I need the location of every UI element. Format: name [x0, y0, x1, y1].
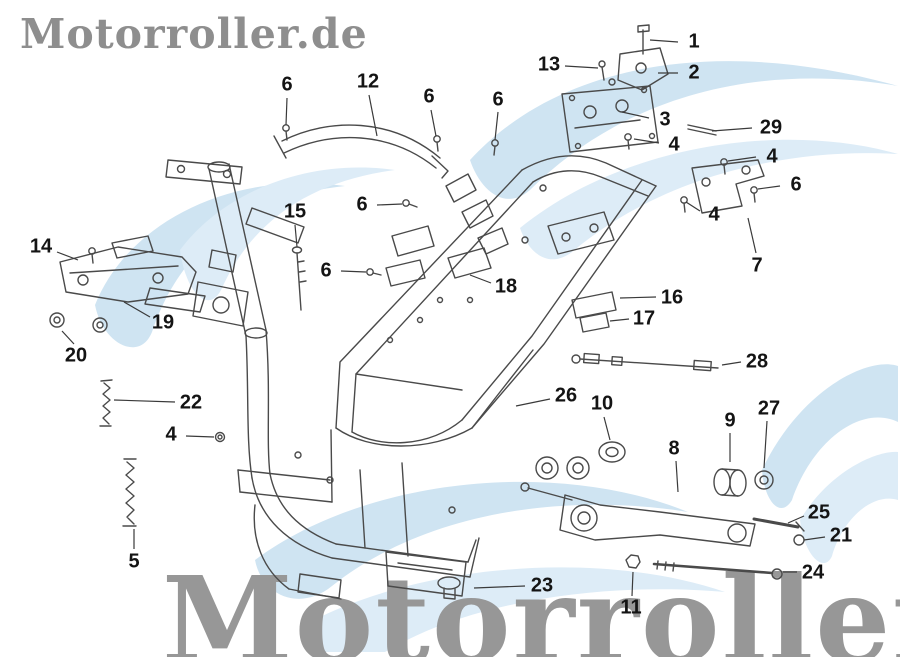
part-label-14: 14: [29, 235, 53, 258]
leader-line-14: [56, 251, 79, 261]
part-label-10: 10: [590, 392, 614, 415]
leader-line-16: [619, 296, 657, 299]
leader-line-4a: [633, 138, 660, 144]
left-bracket-cluster: [49, 235, 206, 333]
part-label-6b: 6: [423, 85, 435, 108]
part-label-15: 15: [283, 200, 307, 223]
leader-line-29: [711, 127, 753, 132]
part-label-7: 7: [751, 254, 763, 277]
leader-line-4c: [685, 201, 701, 212]
part-label-27: 27: [757, 397, 781, 420]
part-label-1: 1: [688, 30, 700, 53]
part-label-13: 13: [537, 53, 561, 76]
part-label-3: 3: [659, 108, 671, 131]
part-label-19: 19: [151, 311, 175, 334]
leader-line-6d: [376, 203, 403, 206]
leader-line-20: [61, 330, 75, 345]
part-label-4c: 4: [708, 203, 720, 226]
leader-line-10: [603, 416, 611, 441]
part-label-12: 12: [356, 70, 380, 93]
leader-line-6c: [494, 111, 499, 141]
part-label-4d: 4: [165, 423, 177, 446]
part-label-6f: 6: [790, 173, 802, 196]
leader-line-18: [469, 274, 492, 284]
leader-line-6f: [757, 185, 781, 190]
leader-line-26: [515, 398, 551, 407]
leader-line-7: [747, 217, 757, 254]
part-label-4a: 4: [668, 133, 680, 156]
part-label-5: 5: [128, 550, 140, 573]
leader-line-6e: [340, 270, 367, 273]
leader-line-22: [113, 399, 176, 403]
leader-line-13: [564, 65, 599, 69]
steering-column: [165, 159, 305, 339]
engine-mount-group: [520, 441, 774, 547]
leader-line-25: [787, 515, 805, 524]
leader-line-28: [721, 361, 742, 366]
part-label-29: 29: [759, 116, 783, 139]
leader-line-12: [368, 94, 378, 137]
part-label-9: 9: [724, 409, 736, 432]
part-label-22: 22: [179, 391, 203, 414]
lower-right-fasteners: [625, 517, 805, 580]
cross-brace-part-12: [273, 124, 449, 179]
part-label-6d: 6: [356, 193, 368, 216]
part-label-17: 17: [632, 307, 656, 330]
part-label-20: 20: [64, 344, 88, 367]
leader-line-19: [123, 301, 151, 318]
leader-line-3: [621, 111, 650, 119]
part-label-25: 25: [807, 501, 831, 524]
part-label-18: 18: [494, 275, 518, 298]
watermark-brand-top: Motorroller.de: [20, 10, 368, 58]
leader-line-17: [609, 318, 630, 322]
part-label-24: 24: [801, 561, 825, 584]
mount-part-2: [598, 24, 669, 91]
part-label-6a: 6: [281, 73, 293, 96]
leader-line-4b: [727, 156, 757, 162]
bracket-part-7: [687, 124, 765, 214]
leader-line-6a: [285, 97, 288, 126]
main-frame-loop: [335, 155, 657, 557]
part-label-16: 16: [660, 286, 684, 309]
part-label-28: 28: [745, 350, 769, 373]
part-label-26: 26: [554, 384, 578, 407]
leader-line-23: [473, 585, 526, 589]
part-label-6e: 6: [320, 259, 332, 282]
part-label-6c: 6: [492, 88, 504, 111]
spring-parts: [99, 379, 137, 527]
leader-line-1: [649, 39, 679, 43]
leader-line-11: [631, 571, 634, 597]
part-label-11: 11: [620, 596, 642, 619]
watermark-brand-bottom: Motorroller: [162, 550, 900, 657]
down-tube-and-floor: [237, 329, 480, 600]
cable-part-28: [571, 352, 719, 372]
leader-line-6b: [430, 109, 437, 137]
leader-line-27: [763, 420, 768, 469]
part-label-23: 23: [530, 574, 554, 597]
leader-line-21: [803, 536, 826, 541]
bracket-part-3: [561, 85, 659, 153]
part-label-8: 8: [668, 437, 680, 460]
part-label-4b: 4: [766, 145, 778, 168]
leader-line-15: [294, 224, 298, 248]
small-bolt-glyphs: [88, 124, 758, 443]
leader-line-4d: [185, 435, 215, 438]
part-label-21: 21: [829, 524, 853, 547]
leader-line-8: [675, 460, 679, 493]
part-label-2: 2: [688, 61, 700, 84]
rubber-bumper-part-23: [437, 576, 461, 600]
